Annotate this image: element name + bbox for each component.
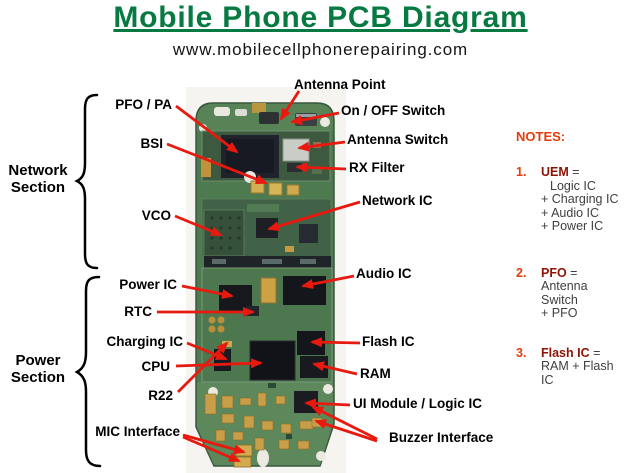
arrow-on-off-switch <box>290 111 340 126</box>
label-vco: VCO <box>141 208 171 223</box>
power-section-label: Power Section <box>10 352 66 386</box>
arrow-bsi <box>166 142 268 185</box>
pcb-board <box>195 102 335 468</box>
gold-cap <box>260 277 277 304</box>
antenna-contact-pad <box>252 103 266 113</box>
antenna-point-component <box>259 112 279 124</box>
arrow-mic-1 <box>182 433 246 455</box>
note-number: 2. <box>516 265 527 280</box>
arrow-power-ic <box>181 284 234 299</box>
label-pfo-pa: PFO / PA <box>115 97 172 112</box>
top-slot-hole <box>214 107 230 116</box>
arrow-ui-module <box>304 398 351 409</box>
arrow-buzzer-2 <box>314 419 378 443</box>
label-network-ic: Network IC <box>362 193 433 208</box>
label-charging-ic: Charging IC <box>106 334 184 349</box>
note-item-uem: 1. UEM = Logic IC + Charging IC + Audio … <box>516 165 640 234</box>
network-section-brace <box>74 93 99 270</box>
small-component <box>268 383 276 388</box>
small-component <box>285 246 294 252</box>
antenna-switch-chip <box>282 138 310 162</box>
note-item-pfo: 2. PFO = Antenna Switch + PFO <box>516 265 640 321</box>
label-mic-interface: MIC Interface <box>95 424 180 439</box>
label-antenna-point: Antenna Point <box>294 77 386 92</box>
note-line: + Audio IC <box>541 205 600 220</box>
arrow-cpu <box>175 358 263 369</box>
screw-hole <box>323 384 333 394</box>
website-url: www.mobilecellphonerepairing.com <box>172 40 469 59</box>
label-r22: R22 <box>148 388 173 403</box>
note-number: 3. <box>516 345 527 360</box>
label-ui-module-logic-ic: UI Module / Logic IC <box>353 396 482 411</box>
label-power-ic: Power IC <box>119 277 177 292</box>
arrow-ram <box>312 361 358 376</box>
arrow-audio-ic <box>301 274 355 289</box>
gold-test-points <box>208 316 225 333</box>
screw-hole <box>320 117 330 127</box>
small-ic-chip <box>299 224 318 243</box>
small-component <box>312 168 322 174</box>
mic-interface-pads <box>233 444 253 468</box>
note-line: Antenna <box>541 279 588 293</box>
label-antenna-switch: Antenna Switch <box>347 132 449 147</box>
arrow-rx-filter <box>295 162 347 173</box>
label-on-off-switch: On / OFF Switch <box>341 103 446 118</box>
cpu-chip <box>249 340 296 381</box>
small-strip <box>247 204 279 212</box>
arrow-charging-ic <box>186 341 228 361</box>
audio-ic-chip <box>283 276 326 305</box>
note-line: + PFO <box>541 306 578 320</box>
arrow-buzzer-1 <box>311 405 378 441</box>
pfo-pa-shield-inner <box>226 139 274 173</box>
power-section-brace <box>74 275 102 468</box>
screw-hole <box>316 451 326 461</box>
network-section-label: Network Section <box>8 162 68 196</box>
note-line: + Charging IC <box>541 192 619 206</box>
arrow-flash-ic <box>310 337 361 348</box>
arrow-r22 <box>177 341 229 393</box>
connector-mark <box>300 259 316 264</box>
connector-mark <box>212 259 226 264</box>
note-term-line: PFO = <box>541 265 578 280</box>
connector-mark <box>262 259 282 264</box>
bottom-slot <box>257 449 269 467</box>
rx-filter-chip <box>287 163 302 172</box>
gold-cap <box>286 184 300 196</box>
notes-panel: NOTES: 1. UEM = Logic IC + Charging IC +… <box>516 129 640 387</box>
label-ram: RAM <box>360 366 391 381</box>
arrow-mic-2 <box>182 435 241 463</box>
label-bsi: BSI <box>140 136 163 151</box>
switch-highlight <box>296 114 316 117</box>
arrow-antenna-point <box>279 90 301 121</box>
note-line: IC <box>541 372 554 387</box>
arrow-pfo-pa <box>175 104 239 154</box>
note-line: Switch <box>541 292 578 307</box>
note-term-line: Flash IC = <box>541 345 601 360</box>
label-buzzer-interface: Buzzer Interface <box>389 430 494 445</box>
label-rx-filter: RX Filter <box>349 160 405 175</box>
page-title: Mobile Phone PCB Diagram <box>113 1 528 34</box>
note-term-line: UEM = <box>541 165 580 179</box>
note-line: + Power IC <box>541 219 604 233</box>
gold-cap <box>268 182 283 196</box>
notes-heading: NOTES: <box>516 129 566 144</box>
label-audio-ic: Audio IC <box>356 266 412 281</box>
note-line: Logic IC <box>550 178 596 193</box>
note-number: 1. <box>516 165 527 179</box>
arrow-vco <box>174 214 223 237</box>
label-cpu: CPU <box>141 359 170 374</box>
gold-capacitor <box>201 158 211 177</box>
arrow-network-ic <box>267 200 361 231</box>
label-rtc: RTC <box>124 304 152 319</box>
arrow-antenna-switch <box>297 140 346 152</box>
note-line: RAM + Flash <box>541 359 614 373</box>
top-slot-hole-2 <box>235 109 247 116</box>
label-flash-ic: Flash IC <box>362 334 415 349</box>
small-component <box>286 434 292 439</box>
note-item-flash: 3. Flash IC = RAM + Flash IC <box>516 345 640 388</box>
